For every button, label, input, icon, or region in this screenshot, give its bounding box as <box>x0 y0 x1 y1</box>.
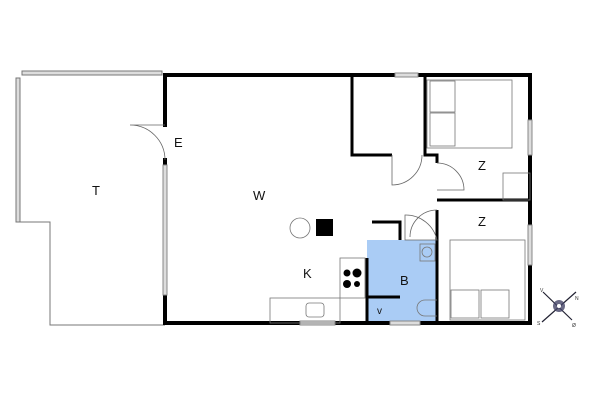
room-label-utility: v <box>377 306 382 317</box>
room-label-bathroom: B <box>400 273 409 288</box>
furniture <box>269 79 531 324</box>
compass-label-north: N <box>575 296 579 302</box>
terrace-outline <box>15 70 165 326</box>
room-label-bedroom-2: Z <box>478 214 486 229</box>
fireplace <box>316 219 333 236</box>
room-label-kitchen: K <box>303 266 312 281</box>
compass-label-south: S <box>537 321 541 327</box>
doors <box>129 124 465 241</box>
room-label-bedroom-1: Z <box>478 158 486 173</box>
compass-label-west: V <box>540 288 544 294</box>
interior-walls <box>350 75 530 323</box>
room-label-terrace: T <box>92 183 100 198</box>
room-label-living: W <box>253 188 266 203</box>
compass-icon: V N S Ø <box>537 288 579 329</box>
stove-burners <box>343 268 362 288</box>
room-label-entrance: E <box>174 135 183 150</box>
compass-label-east: Ø <box>572 323 576 329</box>
